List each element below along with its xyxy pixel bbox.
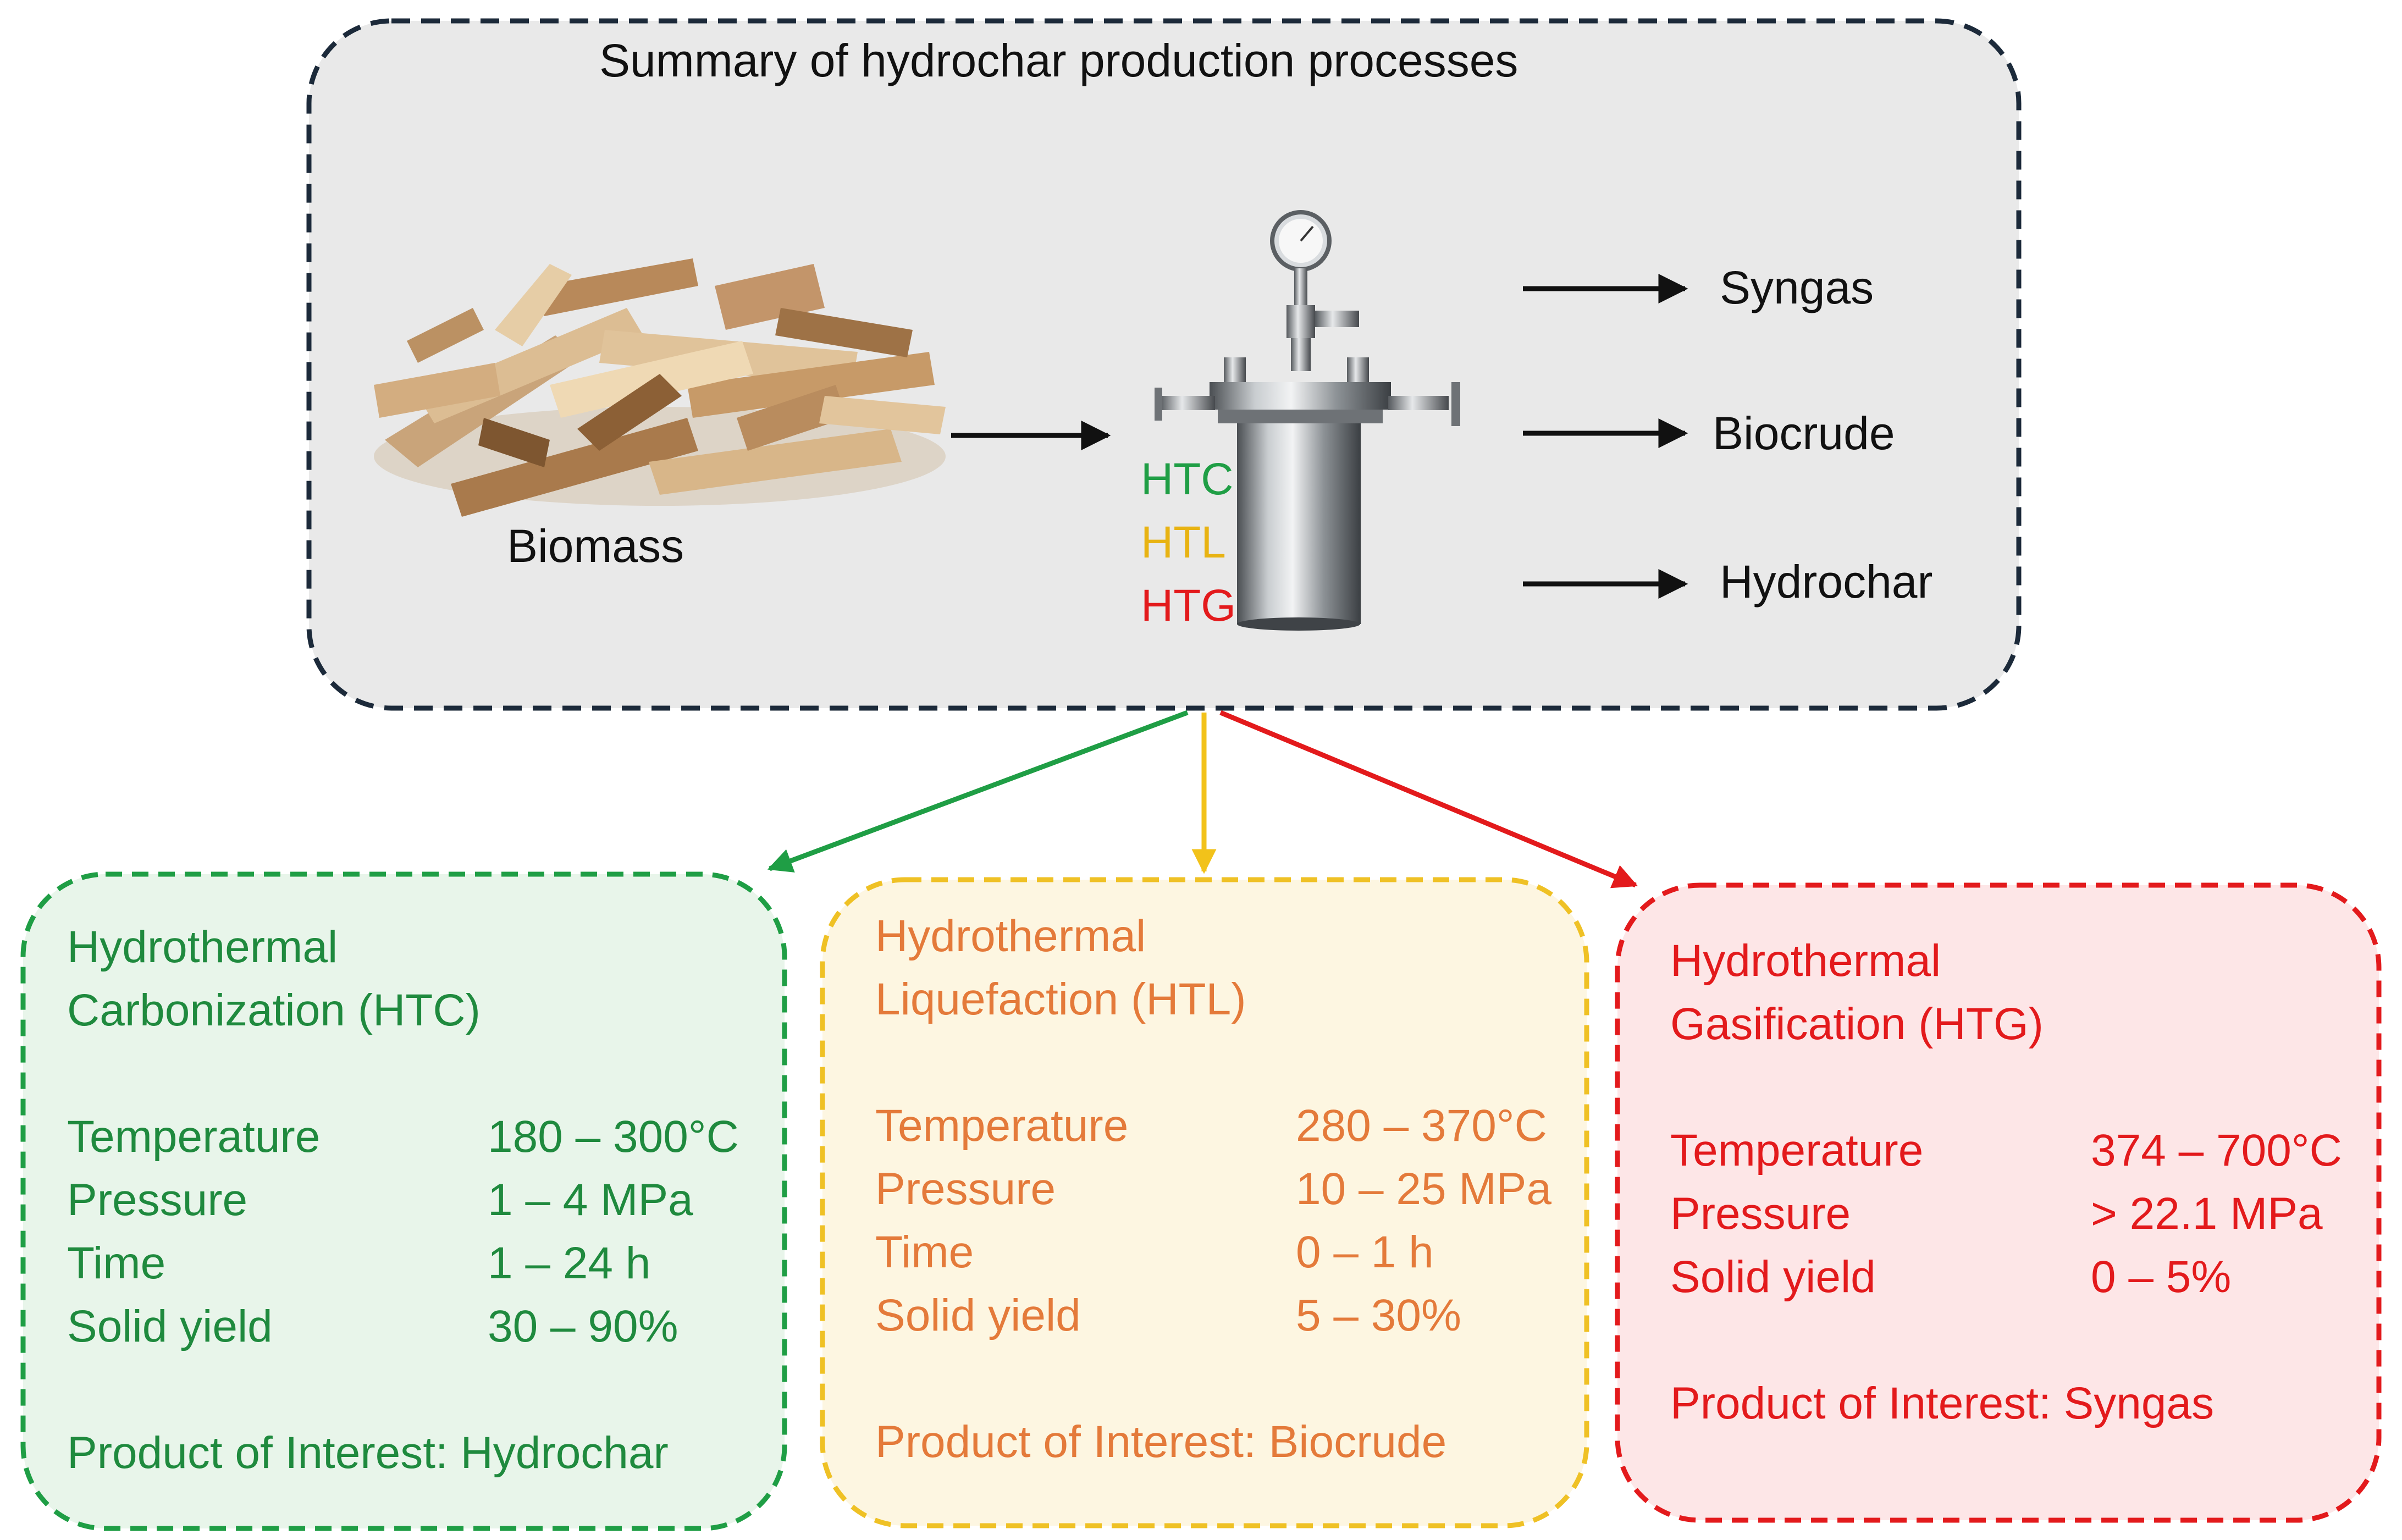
- card-htc: Hydrothermal Carbonization (HTC) Tempera…: [67, 915, 739, 1484]
- card-htc-frame: [20, 871, 787, 1531]
- card-htg-title-line2: Gasification (HTG): [1670, 999, 2044, 1049]
- card-htl: Hydrothermal Liquefaction (HTL) Temperat…: [875, 904, 1551, 1473]
- product-syngas: Syngas: [1720, 262, 1874, 313]
- card-htc-product: Product of Interest: Hydrochar: [67, 1428, 669, 1478]
- card-htg: Hydrothermal Gasification (HTG) Temperat…: [1670, 929, 2342, 1435]
- card-htl-frame: [820, 877, 1589, 1528]
- biomass-label: Biomass: [507, 520, 684, 572]
- card-htc-title-line2: Carbonization (HTC): [67, 985, 481, 1035]
- card-htg-product: Product of Interest: Syngas: [1670, 1378, 2215, 1428]
- card-htl-title-line2: Liquefaction (HTL): [875, 974, 1246, 1024]
- summary-title: Summary of hydrochar production processe…: [599, 35, 1518, 86]
- reactor-image: [1155, 210, 1460, 631]
- summary-frame: [306, 18, 2022, 711]
- process-label-htl: HTL: [1141, 517, 1226, 567]
- card-htl-product: Product of Interest: Biocrude: [875, 1417, 1447, 1467]
- product-hydrochar: Hydrochar: [1720, 556, 1933, 608]
- biomass-image: [374, 258, 946, 517]
- process-label-htc: HTC: [1141, 454, 1234, 504]
- card-htg-row: Pressure> 22.1 MPa: [1670, 1189, 2323, 1239]
- arrow-to-htc-card: [767, 710, 1189, 873]
- card-htg-frame: [1615, 882, 2382, 1523]
- arrow-to-htg-card: [1219, 710, 1638, 888]
- product-biocrude: Biocrude: [1713, 407, 1895, 459]
- process-label-htg: HTG: [1141, 581, 1236, 631]
- card-htc-title-line1: Hydrothermal: [67, 922, 338, 972]
- card-htl-title-line1: Hydrothermal: [875, 911, 1146, 961]
- card-htg-title-line1: Hydrothermal: [1670, 936, 1941, 986]
